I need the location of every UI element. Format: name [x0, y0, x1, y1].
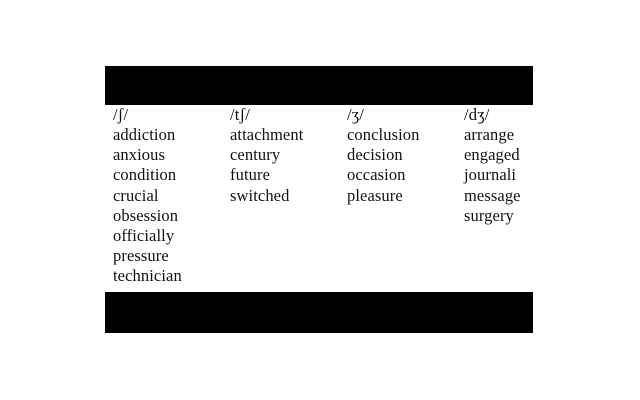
word-item: engaged [464, 145, 520, 165]
word-item: message [464, 185, 521, 205]
word-item: occasion [347, 165, 406, 185]
word-item: future [230, 165, 270, 185]
phoneme-symbol: /ʒ/ [347, 105, 365, 124]
word-item: surgery [464, 205, 514, 225]
word-item: pressure [113, 246, 169, 266]
word-item: conclusion [347, 125, 420, 144]
letterbox-bar-bottom [105, 292, 533, 333]
word-item: journali [464, 165, 517, 185]
word-item: pleasure [347, 185, 403, 205]
word-item: obsession [113, 205, 179, 225]
word-item: arrange [464, 125, 515, 144]
phoneme-column-zh: /ʒ/ conclusion decision occasion pleasur… [347, 105, 464, 206]
phoneme-symbol: /dʒ/ [464, 105, 490, 124]
phoneme-columns-row: /ʃ/ addiction anxious condition crucial … [113, 105, 533, 287]
word-item: century [230, 145, 281, 165]
word-item: decision [347, 145, 403, 165]
phoneme-symbol: /ʃ/ [113, 105, 129, 124]
slide-panel: /ʃ/ addiction anxious condition crucial … [105, 66, 533, 333]
phoneme-word-lists: /ʃ/ addiction anxious condition crucial … [105, 105, 533, 292]
word-item: switched [230, 185, 290, 205]
letterbox-bar-top [105, 66, 533, 105]
word-item: officially [113, 226, 175, 246]
word-item: anxious [113, 145, 166, 165]
phoneme-symbol: /tʃ/ [230, 105, 251, 124]
word-item: condition [113, 165, 177, 185]
phoneme-column-ch: /tʃ/ attachment century future switched [230, 105, 347, 206]
word-item: addiction [113, 125, 176, 144]
word-item: technician [113, 266, 182, 286]
phoneme-column-dzh: /dʒ/ arrange engaged journali message su… [464, 105, 533, 226]
phoneme-column-sh: /ʃ/ addiction anxious condition crucial … [113, 105, 230, 287]
word-item: crucial [113, 185, 159, 205]
word-item: attachment [230, 125, 304, 144]
